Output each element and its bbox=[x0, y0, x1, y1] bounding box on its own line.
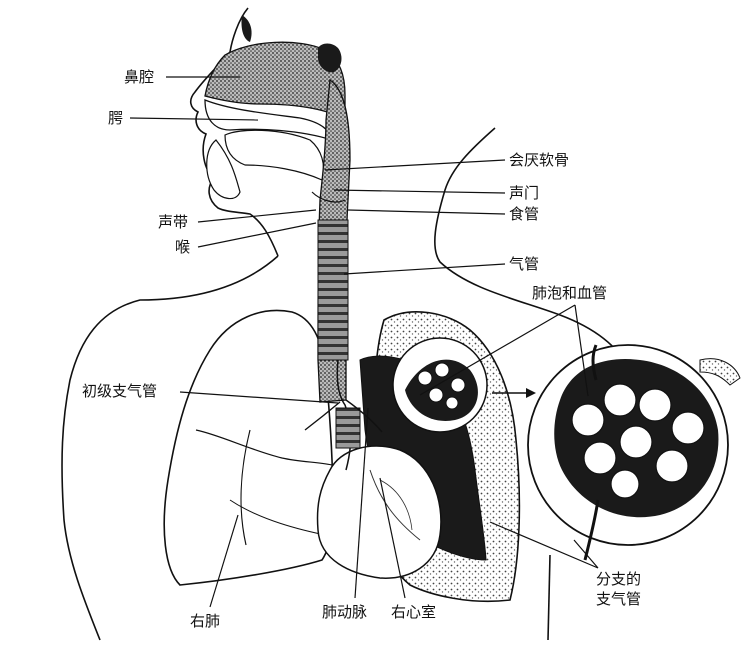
leader-trachea bbox=[343, 263, 506, 275]
leader-glottis bbox=[333, 189, 506, 194]
heart-shape bbox=[316, 445, 442, 579]
label-branch-bronchus-line2: 支气管 bbox=[596, 590, 642, 608]
label-larynx: 喉 bbox=[175, 238, 191, 256]
leader-epiglottis bbox=[324, 159, 506, 171]
label-esophagus: 食管 bbox=[509, 205, 540, 223]
leader-larynx bbox=[197, 222, 317, 248]
label-right-lung: 右肺 bbox=[190, 612, 221, 630]
label-right-ventricle: 右心室 bbox=[391, 603, 437, 621]
label-nasal-cavity: 鼻腔 bbox=[124, 68, 155, 86]
bronchi bbox=[304, 399, 383, 433]
label-branch-bronchus-line1: 分支的 bbox=[596, 570, 642, 588]
leader-alveoli bbox=[419, 304, 589, 397]
magnify-arrow bbox=[492, 388, 536, 398]
label-vocal-cords: 声带 bbox=[158, 213, 189, 231]
leader-vocal-cords bbox=[197, 209, 317, 223]
label-glottis: 声门 bbox=[509, 184, 540, 202]
leader-pulmonary-artery bbox=[354, 407, 369, 599]
label-epiglottis: 会厌软骨 bbox=[509, 151, 570, 169]
alveoli-inset-large bbox=[527, 344, 741, 561]
leader-primary-bronchus bbox=[179, 391, 339, 404]
label-trachea: 气管 bbox=[509, 255, 540, 273]
leader-right-lung bbox=[209, 514, 239, 608]
label-alveoli-vessels: 肺泡和血管 bbox=[532, 284, 608, 302]
leader-branch-bronchus bbox=[489, 521, 599, 569]
label-primary-bronchus: 初级支气管 bbox=[82, 382, 158, 400]
label-palate: 腭 bbox=[108, 109, 124, 127]
label-pulmonary-artery: 肺动脉 bbox=[322, 603, 368, 621]
leader-esophagus bbox=[347, 209, 506, 215]
leader-lines bbox=[129, 76, 599, 608]
airway bbox=[311, 78, 361, 471]
leader-right-ventricle bbox=[379, 477, 406, 599]
leader-palate bbox=[129, 117, 259, 121]
alveoli-inset-small bbox=[392, 337, 488, 433]
head-anatomy bbox=[204, 15, 346, 200]
right-lung-shape bbox=[163, 309, 335, 586]
